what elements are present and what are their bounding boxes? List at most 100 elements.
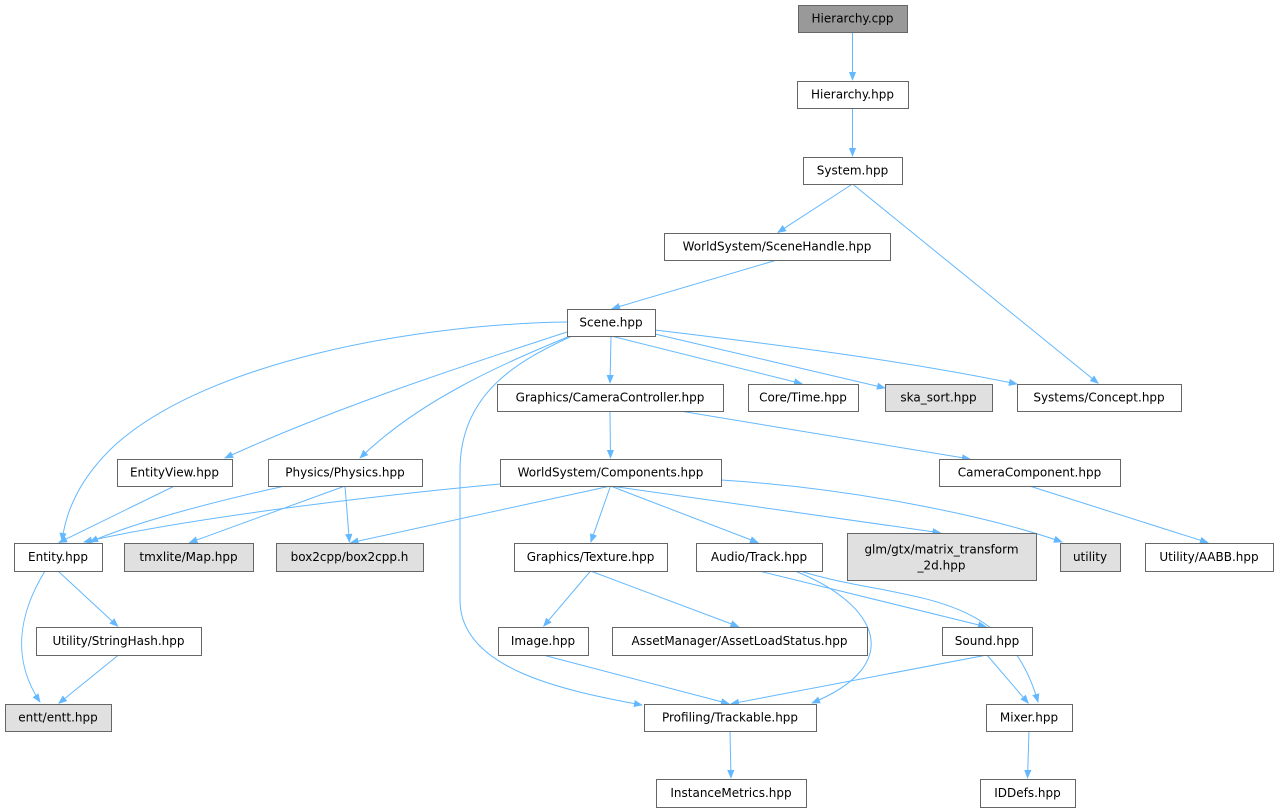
edge-sound-to-trackable (730, 654, 988, 706)
node-box (980, 779, 1076, 808)
edge-stringhash-to-entt (58, 654, 119, 704)
node-ska-sort[interactable]: ska_sort.hpp (885, 384, 993, 412)
node-box (939, 459, 1121, 487)
edge-scene-to-entity (59, 321, 568, 542)
edge-cameracomponent-to-aabb (1029, 485, 1209, 544)
node-box (612, 627, 868, 656)
edge-cameracontroller-to-cameracomponent (679, 410, 971, 462)
edge-physics-to-tmxlite (188, 485, 346, 544)
edge-entity-to-stringhash (57, 570, 119, 627)
node-scene[interactable]: Scene.hpp (567, 309, 656, 337)
node-cameracontroller[interactable]: Graphics/CameraController.hpp (497, 384, 724, 412)
node-box (656, 779, 807, 808)
node-label: Hierarchy.cpp (812, 12, 894, 26)
edge-image-to-trackable (542, 654, 730, 706)
edge-physics-to-box2cpp (344, 485, 353, 543)
node-concept[interactable]: Systems/Concept.hpp (1017, 384, 1182, 412)
node-label: EntityView.hpp (130, 466, 219, 480)
node-label: ska_sort.hpp (900, 391, 976, 405)
node-glm[interactable]: glm/gtx/matrix_transform_2d.hpp (847, 533, 1037, 581)
node-box (268, 459, 423, 487)
edge-scene-to-physics (359, 335, 571, 459)
edge-scene-to-cameracontroller (606, 335, 614, 384)
node-box (276, 543, 424, 572)
node-mixer[interactable]: Mixer.hpp (986, 704, 1073, 732)
node-trackable[interactable]: Profiling/Trackable.hpp (644, 704, 817, 732)
node-components[interactable]: WorldSystem/Components.hpp (500, 459, 722, 487)
node-box (1145, 543, 1274, 572)
node-label: Hierarchy.hpp (811, 88, 894, 102)
edge-components-to-box2cpp (349, 485, 611, 545)
nodes-layer: Hierarchy.cppHierarchy.hppSystem.hppWorl… (5, 5, 1274, 808)
edge-system-to-scenehandle (777, 183, 853, 233)
node-image[interactable]: Image.hpp (498, 627, 589, 656)
edge-system-to-concept (852, 183, 1099, 384)
node-label: Mixer.hpp (1000, 711, 1058, 725)
node-box (803, 157, 903, 185)
node-box (644, 704, 817, 732)
node-label: Physics/Physics.hpp (285, 466, 404, 480)
node-box (497, 384, 724, 412)
node-box (798, 5, 908, 33)
edge-track-to-sound (758, 570, 987, 629)
node-entt[interactable]: entt/entt.hpp (5, 704, 112, 732)
node-system[interactable]: System.hpp (803, 157, 903, 185)
node-sound[interactable]: Sound.hpp (942, 627, 1033, 656)
node-label: Systems/Concept.hpp (1033, 391, 1164, 405)
edge-sound-to-mixer (986, 654, 1029, 704)
node-label: Core/Time.hpp (759, 391, 847, 405)
node-utility[interactable]: utility (1060, 543, 1121, 572)
node-label: Graphics/Texture.hpp (527, 550, 655, 564)
edge-scene-to-ska_sort (654, 333, 886, 390)
node-tmxlite[interactable]: tmxlite/Map.hpp (124, 543, 254, 572)
node-box (797, 81, 909, 109)
node-iddefs[interactable]: IDDefs.hpp (980, 779, 1076, 808)
node-entity[interactable]: Entity.hpp (14, 543, 103, 572)
node-box (117, 459, 233, 487)
node-label: WorldSystem/SceneHandle.hpp (683, 240, 872, 254)
edge-components-to-entity (83, 483, 501, 544)
node-box (14, 543, 103, 572)
node-label: Image.hpp (511, 634, 575, 648)
edge-scene-to-entityview (224, 331, 568, 459)
node-label: entt/entt.hpp (18, 711, 98, 725)
node-track[interactable]: Audio/Track.hpp (696, 543, 823, 572)
node-label: utility (1073, 550, 1107, 564)
node-label: IDDefs.hpp (994, 786, 1061, 800)
node-label: Profiling/Trackable.hpp (662, 711, 798, 725)
node-box (124, 543, 254, 572)
edge-scene-to-concept (654, 329, 1018, 386)
node-label: Utility/AABB.hpp (1159, 550, 1258, 564)
node-aabb[interactable]: Utility/AABB.hpp (1145, 543, 1274, 572)
node-hierarchy-hpp[interactable]: Hierarchy.hpp (797, 81, 909, 109)
node-stringhash[interactable]: Utility/StringHash.hpp (36, 627, 202, 656)
node-cameracomponent[interactable]: CameraComponent.hpp (939, 459, 1121, 487)
node-box2cpp[interactable]: box2cpp/box2cpp.h (276, 543, 424, 572)
node-scenehandle[interactable]: WorldSystem/SceneHandle.hpp (664, 233, 891, 261)
node-box (664, 233, 891, 261)
node-physics[interactable]: Physics/Physics.hpp (268, 459, 423, 487)
node-label: box2cpp/box2cpp.h (291, 550, 409, 564)
node-label: tmxlite/Map.hpp (139, 550, 237, 564)
node-label: Entity.hpp (28, 550, 88, 564)
node-box (1060, 543, 1121, 572)
node-texture[interactable]: Graphics/Texture.hpp (514, 543, 668, 572)
node-box (1017, 384, 1182, 412)
edge-scenehandle-to-scene (611, 259, 778, 310)
node-label: System.hpp (817, 164, 888, 178)
node-instancemetrics[interactable]: InstanceMetrics.hpp (656, 779, 807, 808)
node-assetloadstatus[interactable]: AssetManager/AssetLoadStatus.hpp (612, 627, 868, 656)
edge-components-to-track (610, 485, 759, 544)
node-entityview[interactable]: EntityView.hpp (117, 459, 233, 487)
node-hierarchy-cpp[interactable]: Hierarchy.cpp (798, 5, 908, 33)
node-label: Scene.hpp (579, 316, 642, 330)
node-label: InstanceMetrics.hpp (670, 786, 791, 800)
edges-layer (21, 32, 1209, 779)
node-box (696, 543, 823, 572)
node-box (498, 627, 589, 656)
node-label: AssetManager/AssetLoadStatus.hpp (632, 634, 848, 648)
node-time[interactable]: Core/Time.hpp (748, 384, 859, 412)
node-box (5, 704, 112, 732)
node-box (36, 627, 202, 656)
